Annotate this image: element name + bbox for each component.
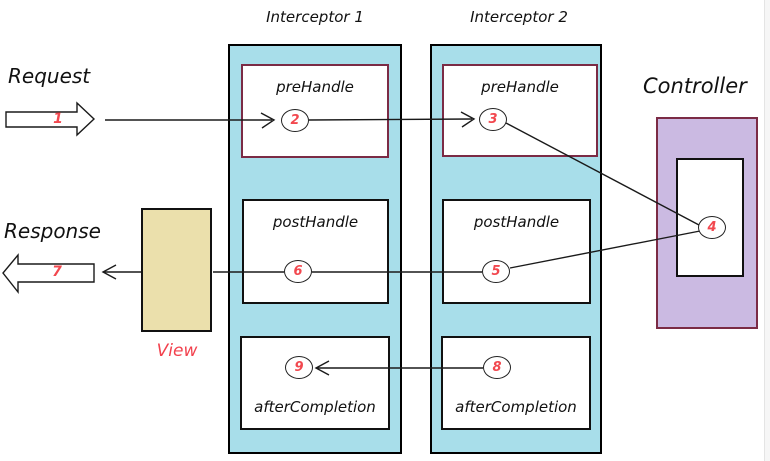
interceptor1-aftercompletion-box: afterCompletion — [240, 336, 390, 430]
request-label: Request — [8, 64, 91, 88]
interceptor1-posthandle-label: postHandle — [272, 213, 359, 231]
step-circle-5: 5 — [482, 260, 510, 283]
controller-label: Controller — [643, 74, 747, 98]
right-edge-strip — [764, 0, 770, 461]
interceptor1-aftercompletion-label: afterCompletion — [254, 398, 376, 416]
interceptor2-aftercompletion-label: afterCompletion — [455, 398, 577, 416]
step-circle-4: 4 — [698, 216, 726, 239]
request-step-number: 1 — [53, 111, 63, 127]
step-circle-3: 3 — [479, 108, 507, 131]
response-step-number: 7 — [52, 264, 62, 280]
step-circle-2: 2 — [281, 109, 309, 132]
view-label: View — [156, 341, 198, 361]
interceptor1-prehandle-box: preHandle — [241, 64, 389, 158]
interceptor2-aftercompletion-box: afterCompletion — [441, 336, 591, 430]
step-circle-6: 6 — [284, 260, 312, 283]
step-circle-9: 9 — [285, 356, 313, 379]
arrowhead-response — [101, 264, 117, 280]
interceptor2-title: Interceptor 2 — [470, 8, 568, 26]
interceptor2-prehandle-label: preHandle — [481, 78, 559, 96]
interceptor1-prehandle-label: preHandle — [276, 78, 354, 96]
view-box — [141, 208, 212, 332]
interceptor2-posthandle-box: postHandle — [442, 199, 591, 304]
interceptor1-title: Interceptor 1 — [266, 8, 364, 26]
interceptor2-posthandle-label: postHandle — [473, 213, 560, 231]
interceptor2-prehandle-box: preHandle — [442, 64, 598, 157]
interceptor1-posthandle-box: postHandle — [242, 199, 389, 304]
response-label: Response — [4, 219, 101, 243]
step-circle-8: 8 — [483, 356, 511, 379]
